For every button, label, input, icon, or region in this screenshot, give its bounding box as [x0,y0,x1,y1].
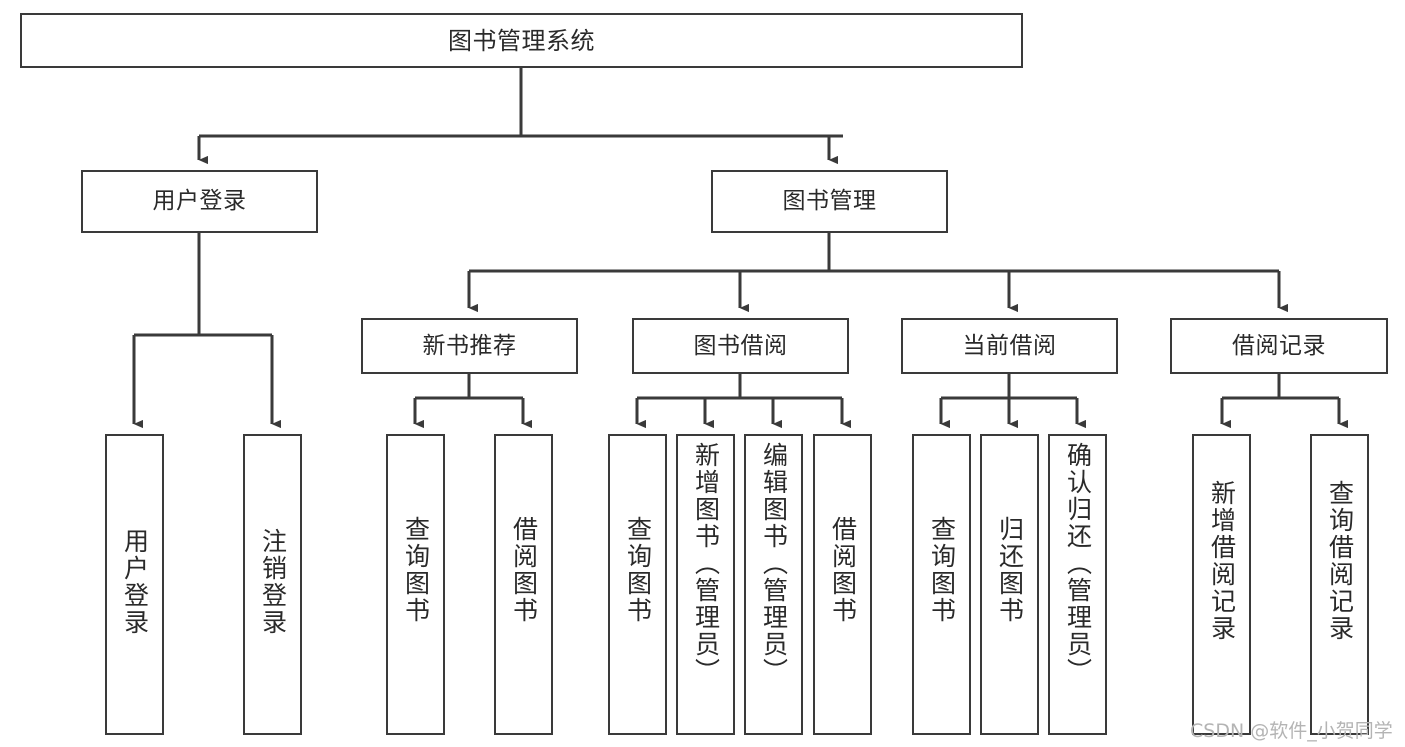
leaf-label-return-book: 归还图书 [995,516,1025,624]
leaf-query-book-2[interactable]: 查询图书 [608,434,667,735]
leaf-query-book-3[interactable]: 查询图书 [912,434,971,735]
leaf-label-logout-login: 注销登录 [258,528,288,636]
node-new-book-recommend[interactable]: 新书推荐 [361,318,578,374]
leaf-add-book-admin[interactable]: 新增图书（管理员） [676,434,735,735]
leaf-label-user-login: 用户登录 [120,528,150,636]
node-label-user-login: 用户登录 [152,188,247,214]
leaf-logout-login[interactable]: 注销登录 [243,434,302,735]
node-label-current-borrow: 当前借阅 [962,332,1057,359]
node-current-borrow[interactable]: 当前借阅 [901,318,1118,374]
leaf-label-query-book-2: 查询图书 [623,516,653,624]
leaf-query-borrow-record[interactable]: 查询借阅记录 [1310,434,1369,735]
node-label-book-borrow: 图书借阅 [693,332,788,359]
leaf-borrow-book-1[interactable]: 借阅图书 [494,434,553,735]
node-user-login[interactable]: 用户登录 [81,170,318,233]
leaf-return-book[interactable]: 归还图书 [980,434,1039,735]
leaf-label-query-book-1: 查询图书 [401,516,431,624]
leaf-label-query-borrow-record: 查询借阅记录 [1325,480,1355,642]
csdn-watermark: CSDN @软件_小贺同学 [1190,720,1393,742]
leaf-label-add-book-admin: 新增图书（管理员） [691,442,721,685]
leaf-query-book-1[interactable]: 查询图书 [386,434,445,735]
leaf-label-edit-book-admin: 编辑图书（管理员） [759,442,789,685]
leaf-label-add-borrow-record: 新增借阅记录 [1207,480,1237,642]
node-label-borrow-record: 借阅记录 [1232,332,1326,359]
node-book-manage[interactable]: 图书管理 [711,170,948,233]
leaf-confirm-return-admin[interactable]: 确认归还（管理员） [1048,434,1107,735]
node-label-root: 图书管理系统 [448,26,595,55]
leaf-label-borrow-book-1: 借阅图书 [509,516,539,624]
leaf-label-confirm-return-admin: 确认归还（管理员） [1063,442,1093,685]
leaf-label-borrow-book-2: 借阅图书 [828,516,858,624]
node-book-borrow[interactable]: 图书借阅 [632,318,849,374]
leaf-add-borrow-record[interactable]: 新增借阅记录 [1192,434,1251,735]
node-root-system[interactable]: 图书管理系统 [20,13,1023,68]
node-label-new-book-recommend: 新书推荐 [422,332,517,359]
node-borrow-record[interactable]: 借阅记录 [1170,318,1388,374]
leaf-label-query-book-3: 查询图书 [927,516,957,624]
leaf-borrow-book-2[interactable]: 借阅图书 [813,434,872,735]
node-label-book-manage: 图书管理 [782,188,877,214]
leaf-user-login[interactable]: 用户登录 [105,434,164,735]
leaf-edit-book-admin[interactable]: 编辑图书（管理员） [744,434,803,735]
